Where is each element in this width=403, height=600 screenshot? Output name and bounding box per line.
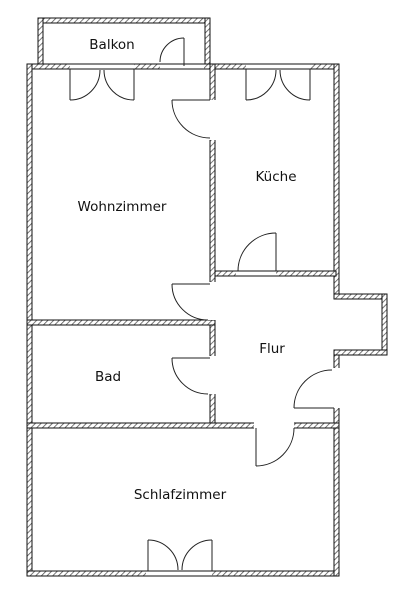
schlafzimmer-door (255, 427, 295, 467)
wohnzimmer-door-upper (171, 99, 211, 139)
label-schlafzimmer: Schlafzimmer (134, 487, 227, 503)
flur-entrance-opening (332, 368, 341, 408)
balkon-door (159, 37, 185, 66)
wohnzimmer-door-lower (171, 283, 210, 321)
balkon-door-opening (160, 62, 204, 71)
opening-lines (70, 63, 310, 577)
bumpout-wall-top (333, 293, 388, 300)
kueche-door (237, 232, 277, 272)
bad-door (171, 357, 210, 395)
kueche-door-opening (236, 269, 276, 278)
balkon-window-opening (70, 62, 134, 71)
bumpout-wall-right (381, 293, 388, 356)
label-bad: Bad (95, 369, 121, 385)
wohnzimmer-window (69, 69, 135, 101)
openings (70, 62, 341, 578)
wohnzimmer-flur-door-opening (208, 282, 217, 320)
schlafzimmer-window-opening (146, 569, 212, 578)
balkon-wall-top (37, 17, 211, 24)
label-flur: Flur (259, 341, 285, 357)
bumpout-wall-bottom (333, 349, 388, 356)
flur-entrance-door (293, 369, 334, 409)
exterior-wall-right-upper (333, 63, 340, 299)
schlafzimmer-wall-top (26, 422, 340, 429)
kueche-window-opening (246, 62, 310, 71)
label-kueche: Küche (255, 169, 296, 185)
wohnzimmer-bad-wall (26, 319, 216, 326)
schlafzimmer-window (147, 539, 213, 571)
label-balkon: Balkon (89, 37, 134, 53)
doors (69, 37, 334, 571)
balkon-wall-left (37, 17, 44, 69)
kueche-window (245, 69, 311, 101)
wohnzimmer-door-opening (208, 100, 217, 140)
balkon-wall-right (204, 17, 211, 69)
schlafzimmer-door-opening (254, 421, 294, 430)
label-wohnzimmer: Wohnzimmer (78, 199, 167, 215)
bad-door-opening (208, 356, 217, 394)
